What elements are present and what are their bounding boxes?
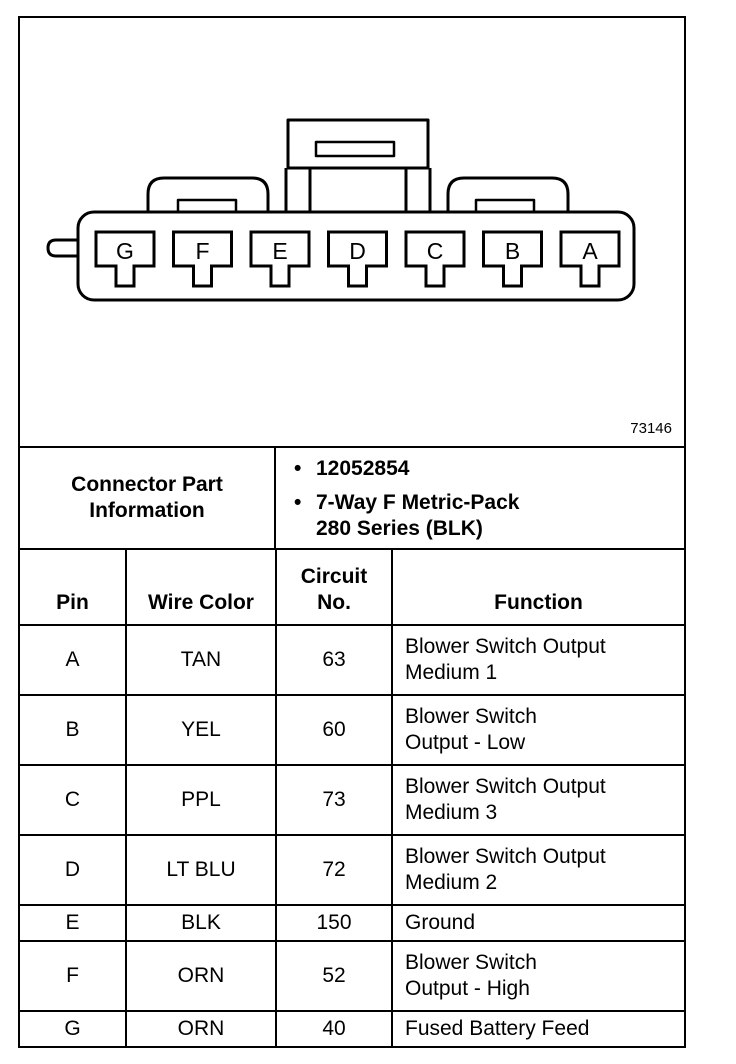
- pin-cell: C: [20, 764, 127, 836]
- connector-info-list: 12052854 7-Way F Metric-Pack 280 Series …: [276, 448, 684, 548]
- header-circuit-no: Circuit No.: [275, 548, 393, 626]
- table-row: F ORN 52 Blower Switch Output - High: [20, 940, 684, 1012]
- connector-info-label: Connector Part Information: [20, 448, 276, 548]
- pin-cavity-e: [249, 230, 311, 288]
- pin-label-e: E: [272, 238, 287, 264]
- header-pin: Pin: [20, 548, 127, 626]
- connector-part-info: Connector Part Information 12052854 7-Wa…: [20, 446, 684, 550]
- wire-color-cell: LT BLU: [125, 834, 277, 906]
- pin-cavity-d: [327, 230, 388, 288]
- pin-label-g: G: [116, 238, 134, 264]
- circuit-cell: 73: [275, 764, 393, 836]
- pin-cavity-f: [172, 230, 233, 288]
- pin-cell: A: [20, 624, 127, 696]
- table-row: D LT BLU 72 Blower Switch Output Medium …: [20, 834, 684, 906]
- function-cell: Blower Switch Output Medium 1: [391, 624, 684, 696]
- table-header-row: Pin Wire Color Circuit No. Function: [20, 548, 684, 626]
- table-row: B YEL 60 Blower Switch Output - Low: [20, 694, 684, 766]
- wire-color-cell: TAN: [125, 624, 277, 696]
- table-row: A TAN 63 Blower Switch Output Medium 1: [20, 624, 684, 696]
- table-row: G ORN 40 Fused Battery Feed: [20, 1010, 684, 1046]
- pin-cell: E: [20, 904, 127, 942]
- pin-cell: F: [20, 940, 127, 1012]
- pin-cell: B: [20, 694, 127, 766]
- circuit-cell: 72: [275, 834, 393, 906]
- pin-label-b: B: [505, 238, 520, 264]
- pin-label-c: C: [427, 238, 444, 264]
- pin-label-a: A: [582, 238, 598, 264]
- center-latch: [286, 118, 430, 170]
- part-number: 12052854: [294, 456, 684, 482]
- key-tab: [46, 238, 78, 258]
- latch-slot: [314, 140, 396, 158]
- connector-body: [76, 210, 636, 302]
- table-row: E BLK 150 Ground: [20, 904, 684, 942]
- connector-description: 7-Way F Metric-Pack 280 Series (BLK): [294, 490, 684, 542]
- header-wire-color: Wire Color: [125, 548, 277, 626]
- pin-cell: G: [20, 1010, 127, 1046]
- circuit-cell: 52: [275, 940, 393, 1012]
- pinout-table: Pin Wire Color Circuit No. Function A TA…: [20, 548, 684, 1046]
- pin-cavity-c: [404, 230, 466, 288]
- figure-id: 73146: [630, 420, 672, 437]
- wire-color-cell: BLK: [125, 904, 277, 942]
- connector-diagram: G F E D C B A 73146: [20, 18, 684, 448]
- pin-label-f: F: [195, 238, 209, 264]
- function-cell: Blower Switch Output Medium 3: [391, 764, 684, 836]
- pin-cavity-g: [94, 230, 156, 288]
- table-row: C PPL 73 Blower Switch Output Medium 3: [20, 764, 684, 836]
- function-cell: Blower Switch Output - High: [391, 940, 684, 1012]
- circuit-cell: 40: [275, 1010, 393, 1046]
- wire-color-cell: YEL: [125, 694, 277, 766]
- pin-cavity-a: [559, 230, 621, 288]
- header-function: Function: [391, 548, 684, 626]
- pin-label-d: D: [349, 238, 366, 264]
- wire-color-cell: ORN: [125, 940, 277, 1012]
- function-cell: Blower Switch Output Medium 2: [391, 834, 684, 906]
- wire-color-cell: PPL: [125, 764, 277, 836]
- function-cell: Blower Switch Output - Low: [391, 694, 684, 766]
- left-lock-hood: [146, 176, 270, 212]
- pin-cell: D: [20, 834, 127, 906]
- function-cell: Fused Battery Feed: [391, 1010, 684, 1046]
- circuit-cell: 63: [275, 624, 393, 696]
- right-lock-hood: [446, 176, 570, 212]
- function-cell: Ground: [391, 904, 684, 942]
- pin-cavity-b: [482, 230, 543, 288]
- circuit-cell: 60: [275, 694, 393, 766]
- circuit-cell: 150: [275, 904, 393, 942]
- wire-color-cell: ORN: [125, 1010, 277, 1046]
